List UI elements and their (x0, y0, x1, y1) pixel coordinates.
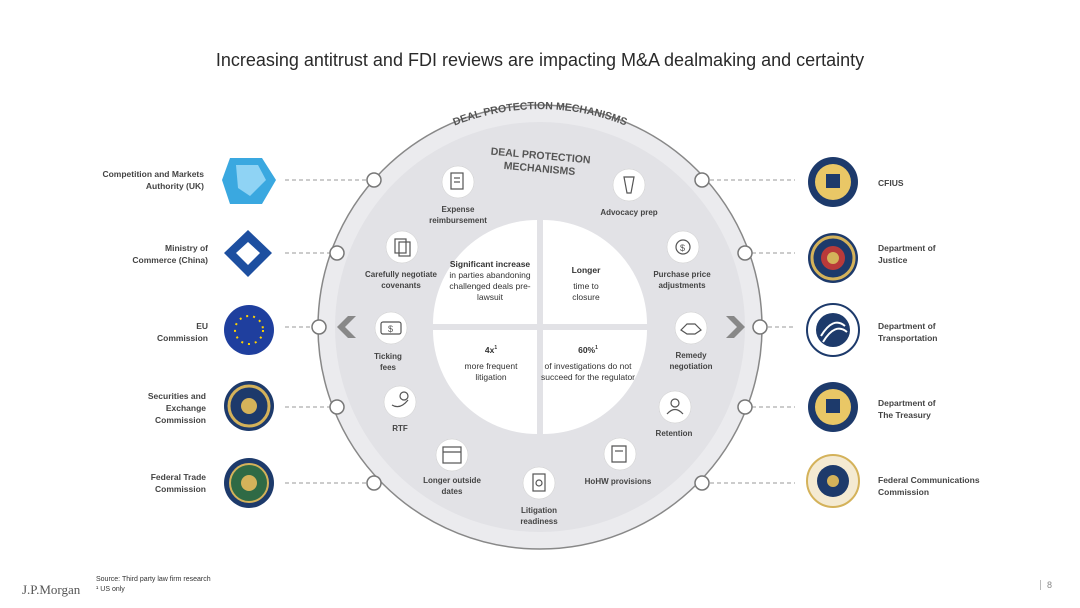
svg-text:$: $ (680, 243, 685, 253)
chevron-left-icon (337, 316, 356, 338)
calendar-icon (435, 438, 469, 472)
mech-retention-label: Retention (655, 429, 693, 438)
mech-covenants-label: Carefully negotiate covenants (364, 270, 437, 290)
agency-fcc-label: Federal Communications Commission (878, 475, 980, 497)
dot-seal-icon (806, 303, 860, 357)
cfius-seal-icon (808, 157, 858, 207)
mech-outside-dates-label: Longer outside dates (423, 476, 481, 496)
quadrant-bottom-left: 4x1 more frequent litigation (464, 344, 518, 382)
agency-sec-label: Securities and Exchange Commission (147, 391, 206, 425)
chevron-right-icon (726, 316, 745, 338)
remedy-icon (674, 311, 708, 345)
quadrant-bottom-right: 60%1 of investigations do not succeed fo… (540, 344, 636, 382)
eu-flag-icon (224, 305, 274, 355)
ftc-seal-icon (224, 458, 274, 508)
svg-text:$: $ (388, 324, 393, 334)
treasury-seal-icon (808, 382, 858, 432)
doj-seal-icon (808, 233, 858, 283)
connector-lines (285, 179, 795, 484)
purchase-price-icon (666, 230, 700, 264)
hohw-icon (603, 437, 637, 471)
mech-litigation-label: Litigation readiness (520, 506, 558, 526)
mech-rtf-label: RTF (392, 424, 408, 433)
brand-logo: J.P.Morgan (22, 582, 81, 597)
mech-purchase-label: Purchase price adjustments (653, 270, 711, 290)
ring-nodes (311, 172, 768, 491)
mech-expense-label: Expense reimbursement (429, 205, 487, 225)
advocacy-icon (612, 168, 646, 202)
ticking-fees-icon (374, 311, 408, 345)
agency-mofcom-label: Ministry of Commerce (China) (132, 243, 208, 265)
agency-eu-label: EU Commission (156, 321, 208, 343)
covenants-icon (385, 230, 419, 264)
mech-hohw-label: HoHW provisions (584, 477, 652, 486)
footnote-1: ¹ US only (96, 586, 125, 593)
litigation-icon (522, 466, 556, 500)
footnote-source: Source: Third party law firm research (96, 576, 211, 583)
sec-seal-icon (224, 381, 274, 431)
agency-ftc-label: Federal Trade Commission (150, 472, 206, 494)
fcc-seal-icon (806, 454, 860, 508)
cma-logo-icon (222, 158, 276, 204)
agency-dot-label: Department of Transportation (878, 321, 938, 343)
inner-ring (335, 122, 745, 532)
mech-remedy-label: Remedy negotiation (669, 351, 713, 371)
quadrant-top-left: Significant increase in parties abandoni… (449, 259, 531, 302)
rtf-icon (383, 385, 417, 419)
agency-cfius-label: CFIUS (878, 178, 904, 188)
mofcom-logo-icon (224, 230, 272, 277)
mech-advocacy-label: Advocacy prep (600, 208, 658, 217)
mech-ticking-label: Ticking fees (374, 352, 402, 372)
center-quadrants (433, 220, 647, 434)
agency-treasury-label: Department of The Treasury (878, 398, 936, 420)
page-title: Increasing antitrust and FDI reviews are… (215, 50, 865, 70)
page-number: 8 (1040, 580, 1052, 590)
agency-cma-label: Competition and Markets Authority (UK) (102, 169, 204, 191)
quadrant-top-right: Longer time to closure (571, 265, 601, 302)
agency-doj-label: Department of Justice (878, 243, 936, 265)
